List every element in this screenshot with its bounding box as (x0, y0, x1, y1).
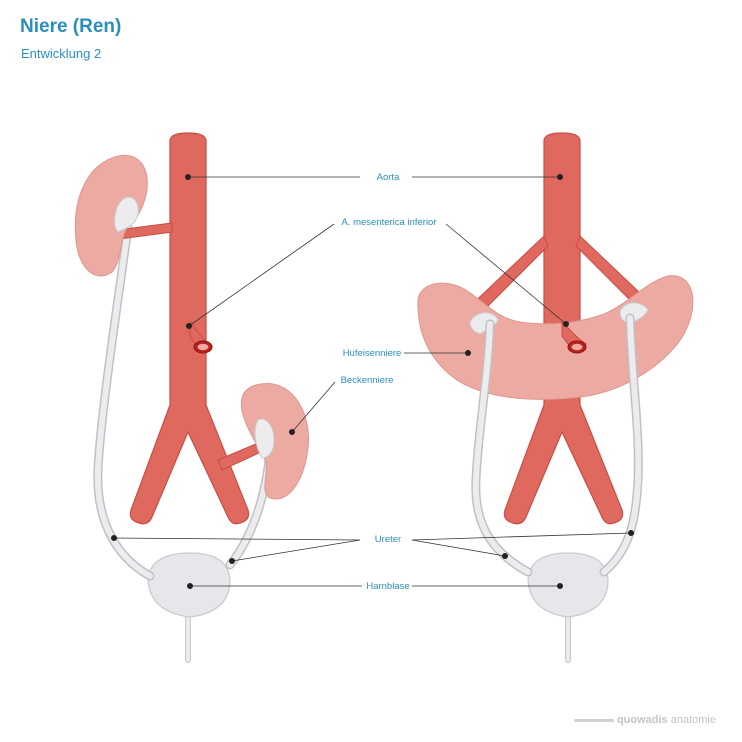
leader-dots (111, 174, 634, 589)
bladder-right (527, 552, 609, 618)
brand-suffix: anatomie (670, 714, 716, 726)
label-hufeisenniere: Hufeisenniere (343, 348, 402, 359)
scalpel-icon (573, 718, 614, 722)
left-figure (74, 132, 309, 663)
label-ureter: Ureter (375, 534, 401, 545)
page-subtitle: Entwicklung 2 (21, 46, 102, 61)
brand-name: quowadis (616, 714, 668, 726)
label-mesenterica: A. mesenterica inferior (341, 217, 436, 228)
leader-lines (113, 176, 632, 587)
brand-logo: quowadis anatomie (573, 714, 716, 726)
kidney-normal (74, 155, 148, 277)
label-harnblase: Harnblase (366, 581, 409, 592)
page-title: Niere (Ren) (20, 16, 122, 37)
label-aorta: Aorta (377, 172, 400, 183)
kidney-pelvic (240, 383, 309, 500)
label-beckenniere: Beckenniere (341, 375, 394, 386)
renal-pelvis-normal (114, 196, 139, 233)
renal-pelvis-pelvic (254, 418, 275, 459)
right-figure (417, 132, 694, 663)
